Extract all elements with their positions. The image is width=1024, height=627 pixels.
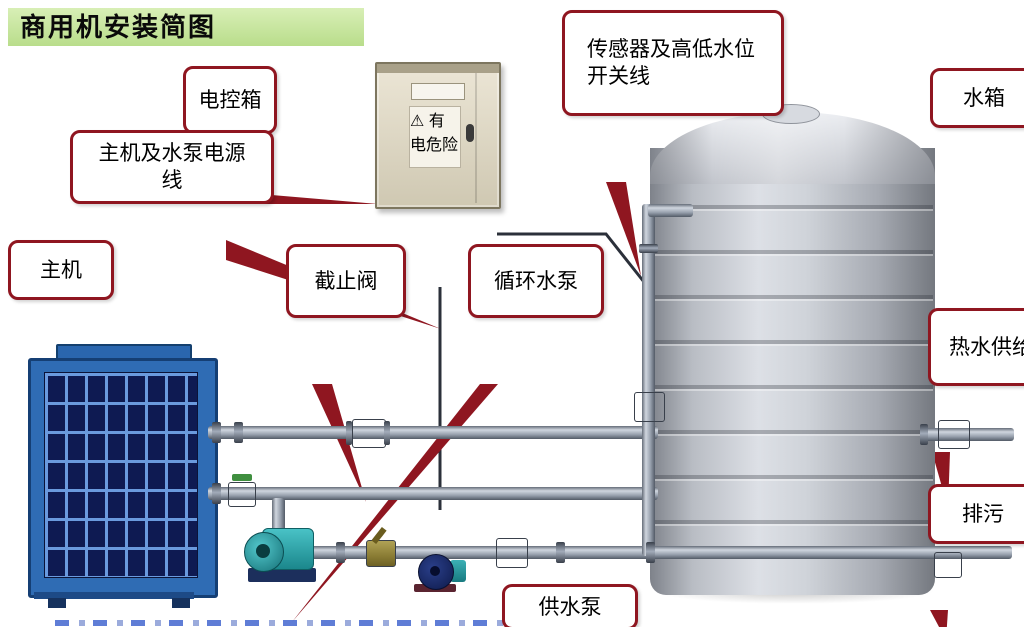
callout-supply-pump: 供水泵	[502, 584, 638, 627]
water-tank-body	[650, 148, 935, 595]
water-tank-ribs	[652, 205, 933, 563]
pipe-flange	[336, 542, 345, 563]
pipe-tank-vertical	[642, 204, 655, 556]
tank-pipe-valve-wheel	[0, 35, 8, 57]
callout-sensor-line: 传感器及高低水位开关线	[562, 10, 784, 116]
heat-pump-foot-left	[48, 598, 66, 608]
control-box: ⚠ 有电危险	[375, 62, 501, 209]
stop-valve-stem	[0, 0, 6, 11]
pipe-flange	[920, 424, 928, 445]
callout-stop-valve: 截止阀	[286, 244, 406, 318]
callout-hot-water-supply-label: 热水供给	[949, 334, 1024, 359]
tank-pipe-valve	[634, 392, 665, 422]
electric-hazard-icon: ⚠	[410, 113, 425, 130]
heat-pump-foot-right	[172, 598, 190, 608]
supply-pump-hub	[430, 566, 440, 576]
pipe-flange	[384, 421, 390, 445]
pipe-flange	[346, 421, 352, 445]
callout-sensor-line-label: 传感器及高低水位开关线	[587, 37, 755, 88]
pipe-flange	[234, 422, 243, 443]
return-pipe-valve	[228, 482, 256, 507]
bottom-pipe-valve-stem	[0, 19, 6, 28]
pipe-flange	[639, 244, 658, 253]
pipe-flange	[212, 483, 221, 504]
callout-control-box-label: 电控箱	[198, 87, 262, 112]
callout-power-line-label: 主机及水泵电源线	[98, 141, 246, 192]
control-box-door-seam	[475, 73, 477, 203]
brass-valve	[366, 540, 396, 567]
pipe-circulation-return	[208, 487, 658, 500]
callout-circulation-pump: 循环水泵	[468, 244, 604, 318]
bottom-pipe-valve	[496, 538, 528, 568]
leader-circulation-pump	[292, 384, 498, 622]
control-box-top-strip	[377, 64, 499, 73]
hot-water-valve-wheel	[0, 67, 20, 75]
callout-water-tank: 水箱	[930, 68, 1024, 128]
return-pipe-valve-handle	[232, 474, 252, 481]
callout-supply-pump-label: 供水泵	[538, 594, 602, 619]
stop-valve	[352, 419, 386, 448]
pipe-flange	[212, 422, 221, 443]
pipe-circulation-top	[208, 426, 658, 439]
pipe-flange	[646, 542, 655, 563]
electric-hazard-text: 有电危险	[410, 113, 459, 154]
electric-hazard-sign: ⚠ 有电危险	[409, 106, 461, 168]
hot-water-valve-stem	[0, 57, 6, 67]
callout-main-unit: 主机	[8, 240, 114, 300]
hot-water-valve	[938, 420, 970, 449]
callout-drain: 排污	[928, 484, 1024, 544]
supply-pump-motor	[450, 560, 466, 582]
callout-drain-label: 排污	[962, 501, 1004, 526]
pipe-pump-drop	[272, 498, 285, 534]
bottom-artifact	[55, 620, 630, 626]
control-box-label	[411, 83, 465, 100]
callout-control-box: 电控箱	[183, 66, 277, 134]
control-box-handle	[466, 124, 474, 142]
drain-valve	[934, 552, 962, 578]
heat-pump-base	[34, 592, 194, 599]
callout-main-unit-label: 主机	[40, 257, 82, 282]
drain-valve-wheel	[0, 75, 18, 82]
leader-sensor-line	[606, 182, 641, 276]
pipe-flange	[556, 542, 565, 563]
page-title: 商用机安装简图	[8, 8, 364, 46]
pipe-tank-top-inlet	[648, 204, 693, 217]
callout-hot-water-supply: 热水供给	[928, 308, 1024, 386]
heat-pump-coil-grid	[44, 372, 198, 578]
callout-water-tank-label: 水箱	[963, 85, 1005, 110]
callout-circulation-pump-label: 循环水泵	[494, 268, 578, 293]
leader-stop-valve	[312, 384, 366, 502]
circulation-pump-inlet	[256, 544, 270, 558]
callout-stop-valve-label: 截止阀	[314, 268, 378, 293]
leader-drain	[930, 610, 948, 627]
callout-power-line: 主机及水泵电源线	[70, 130, 274, 204]
pipe-bottom-main	[310, 546, 1012, 559]
